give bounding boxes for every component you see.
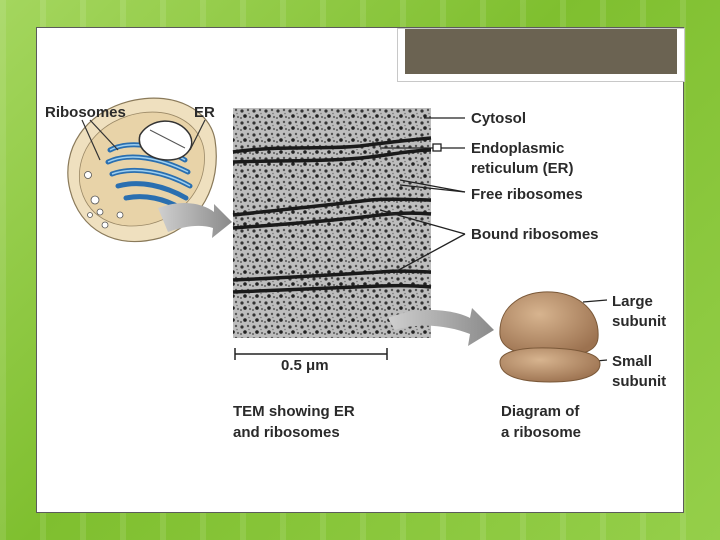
free-ribosomes-label: Free ribosomes [471, 186, 583, 204]
tem-caption-line1: TEM showing ER [233, 403, 355, 421]
ribosome-caption-line1: Diagram of [501, 403, 579, 421]
tem-caption-line2: and ribosomes [233, 424, 340, 442]
endoplasmic-label-line2: reticulum (ER) [471, 160, 574, 178]
cytosol-label: Cytosol [471, 110, 526, 128]
ribosome-diagram [500, 292, 600, 382]
bound-ribosomes-label: Bound ribosomes [471, 226, 599, 244]
large-subunit-label-line1: Large [612, 293, 653, 311]
small-subunit-label-line2: subunit [612, 373, 666, 391]
scale-bar-label: 0.5 μm [281, 357, 329, 375]
ribosomes-label: Ribosomes [45, 104, 126, 122]
tem-micrograph [233, 108, 431, 338]
large-subunit-label-line2: subunit [612, 313, 666, 331]
er-label: ER [194, 104, 215, 122]
small-subunit-label-line1: Small [612, 353, 652, 371]
ribosome-caption-line2: a ribosome [501, 424, 581, 442]
arrow-tem-to-ribosome [388, 308, 494, 346]
endoplasmic-label-line1: Endoplasmic [471, 140, 564, 158]
